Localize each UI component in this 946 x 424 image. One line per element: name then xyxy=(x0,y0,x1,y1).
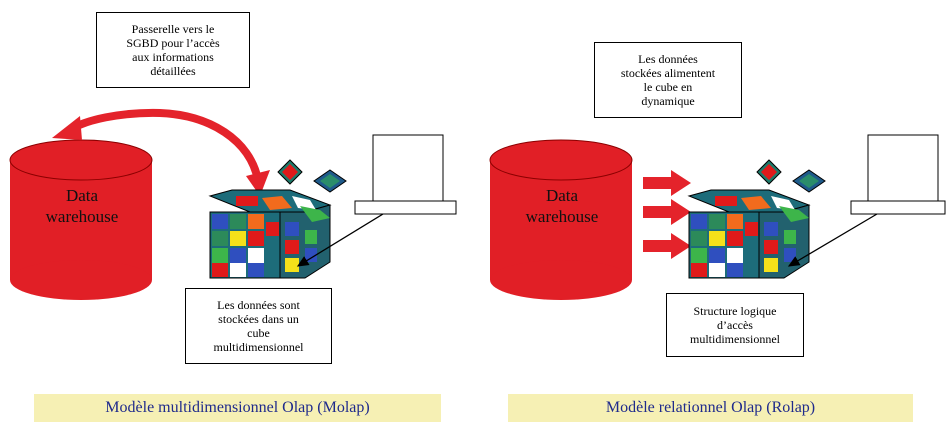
olap-cube-icon xyxy=(208,159,347,279)
data-warehouse-cylinder-icon xyxy=(489,139,633,300)
warehouse-label: Data warehouse xyxy=(45,186,119,226)
red-arrow-icon xyxy=(643,233,691,259)
computer-terminal-icon xyxy=(354,134,457,215)
storage-note-text: Les données sont stockées dans un cube m… xyxy=(213,298,304,354)
molap-panel: Data warehouse Passerelle vers le SGBD p… xyxy=(9,12,457,422)
molap-diagram xyxy=(9,108,457,300)
computer-terminal-icon xyxy=(850,134,946,215)
diamond-small-icon xyxy=(277,159,303,185)
logic-note: Structure logique d’accès multidimension… xyxy=(666,293,804,357)
terminal-to-cube-arrow xyxy=(787,213,878,267)
molap-caption: Modèle multidimensionnel Olap (Molap) xyxy=(34,394,441,422)
storage-note: Les données sont stockées dans un cube m… xyxy=(185,288,332,364)
red-arrow-icon xyxy=(643,170,691,196)
gateway-curved-arrow-icon xyxy=(52,108,270,196)
diamond-small-icon xyxy=(313,169,347,193)
warehouse-label: Data warehouse xyxy=(525,186,599,226)
rolap-diagram xyxy=(489,134,946,300)
feed-note-text: Les données stockées alimentent le cube … xyxy=(620,52,716,108)
logic-note-text: Structure logique d’accès multidimension… xyxy=(690,304,780,346)
gateway-note-text: Passerelle vers le SGBD pour l’accès aux… xyxy=(126,22,220,78)
diamond-small-icon xyxy=(756,159,782,185)
data-warehouse-cylinder-icon xyxy=(9,139,153,300)
terminal-to-cube-arrow xyxy=(296,213,384,267)
rolap-panel: Data warehouse Les données stockées alim… xyxy=(473,0,946,424)
red-arrow-icon xyxy=(643,199,691,225)
feed-note: Les données stockées alimentent le cube … xyxy=(594,42,742,118)
olap-cube-icon xyxy=(687,159,826,279)
diamond-small-icon xyxy=(792,169,826,193)
rolap-caption: Modèle relationnel Olap (Rolap) xyxy=(508,394,913,422)
gateway-note: Passerelle vers le SGBD pour l’accès aux… xyxy=(96,12,250,88)
